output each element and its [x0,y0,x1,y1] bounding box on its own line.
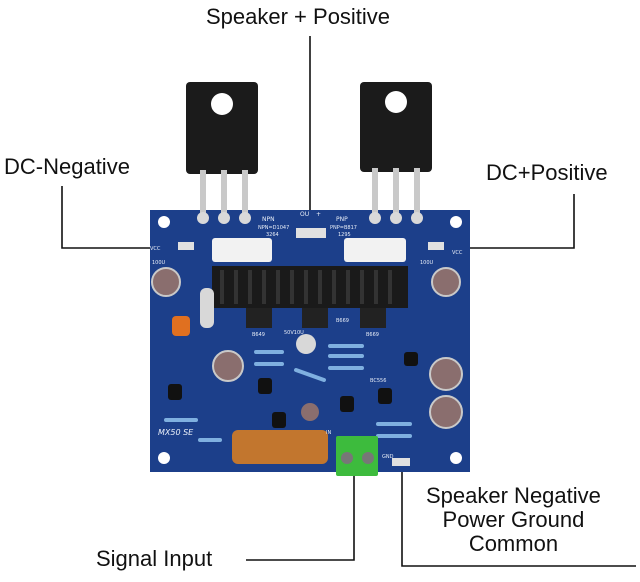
input-terminal [336,436,378,476]
silk-bc: BC556 [370,378,386,384]
silk-plus: + [316,211,321,218]
silk-vcc-right: VCC [452,250,463,256]
silk-cap-right: 100U [420,260,434,266]
callout-dc-positive [452,194,575,249]
silk-cap-mid: 50V10U [284,330,304,336]
silk-pnp-num: 1295 [338,232,351,238]
vertical-resistor [200,288,214,328]
label-speaker-negative-line1: Speaker Negative [426,483,601,508]
silk-npn-part: NPN=D1047 [258,225,289,231]
capacitor [296,334,316,354]
capacitor [151,267,181,297]
mount-hole [158,216,170,228]
small-orange-capacitor [172,316,190,336]
silk-t2: B669 [336,318,349,324]
callout-dc-negative [61,186,176,249]
silk-vcc-left: VCC [150,246,161,252]
small-transistors [168,352,418,428]
silk-gnd: GND [382,454,394,460]
label-speaker-positive: Speaker + Positive [206,4,391,29]
capacitor [212,350,244,382]
silk-npn: NPN [262,216,275,223]
label-speaker-negative: Speaker Negative Power Ground Common [426,484,601,556]
heatsink [212,266,408,328]
silk-npn-num: 3264 [266,232,279,238]
mount-hole [450,216,462,228]
power-resistor-left [212,238,272,262]
capacitor [431,267,461,297]
mount-hole [158,452,170,464]
label-signal-input: Signal Input [96,546,213,571]
silk-cap-left: 100U [152,260,166,266]
resistors [164,344,412,442]
capacitor [429,357,463,391]
silk-t1: B649 [252,332,265,338]
label-speaker-negative-line2: Power Ground [442,507,585,532]
callout-signal-input [246,470,355,561]
label-dc-positive: DC+Positive [486,160,608,185]
silk-pnp-part: PNP=B817 [330,225,357,231]
label-speaker-negative-line3: Common [468,531,559,556]
mount-hole [450,452,462,464]
silk-model: MX50 SE [158,428,194,437]
power-resistor-right [344,238,406,262]
left-power-transistor [186,82,258,216]
capacitors [151,267,463,429]
silk-out: OU [300,211,309,218]
right-power-transistor [360,82,432,216]
silk-t3: B669 [366,332,379,338]
label-dc-negative: DC-Negative [4,154,130,179]
capacitor [301,403,319,421]
callout-lines [61,36,636,567]
capacitor [429,395,463,429]
silk-pnp: PNP [336,216,348,223]
callout-speaker-negative [401,462,636,567]
box-capacitor [232,430,328,464]
silk-in: IN [326,430,331,436]
